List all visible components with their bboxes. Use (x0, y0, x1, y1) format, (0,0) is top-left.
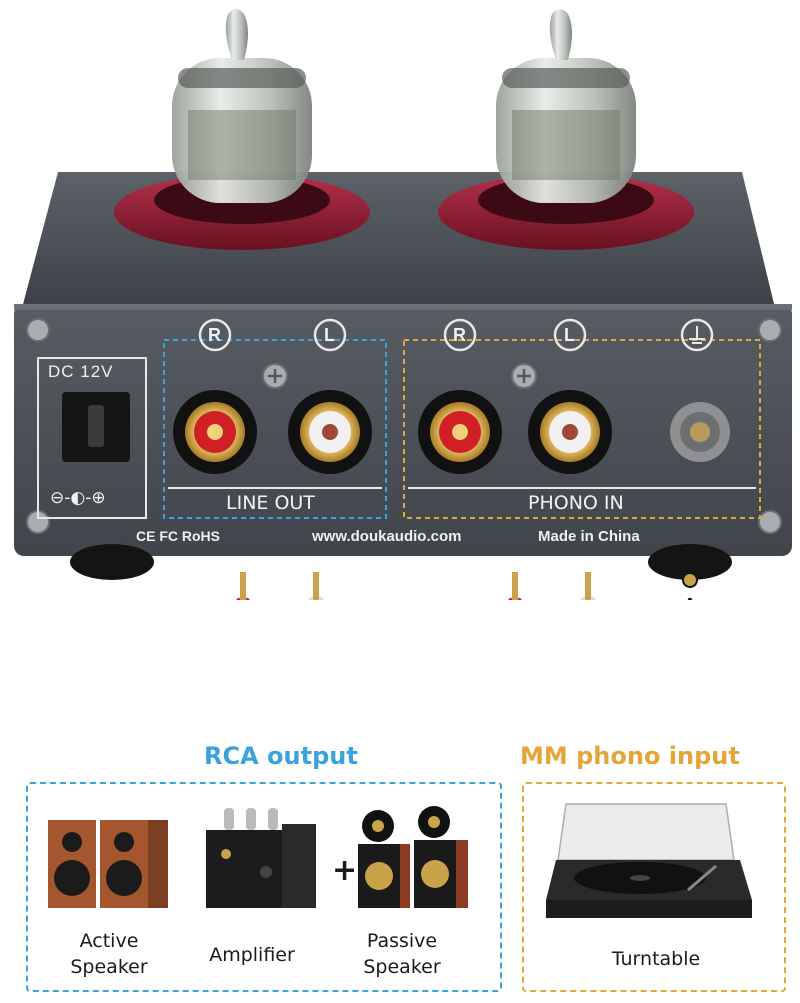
active-speaker-caption-line2: Speaker (70, 956, 148, 978)
foot-left (70, 544, 154, 580)
phono-in-r-label: R (453, 325, 466, 345)
amplifier-icon (206, 808, 316, 908)
line-out-label: LINE OUT (226, 492, 315, 514)
rca-output-label: RCA output (204, 742, 358, 770)
foot-right (648, 544, 732, 580)
power-polarity-label: ⊖-◐-⊕ (50, 488, 106, 508)
line-out-jack-right (173, 390, 257, 474)
certification-marks: CE FC RoHS (136, 528, 220, 544)
ground-terminal (670, 402, 730, 462)
phono-in-label: PHONO IN (528, 492, 624, 514)
input-devices-box (522, 782, 786, 992)
output-devices-box (26, 782, 502, 992)
phono-in-jack-right (418, 390, 502, 474)
amplifier-caption: Amplifier (209, 944, 295, 966)
vacuum-tube-right (496, 9, 636, 203)
passive-speaker-caption-line1: Passive (366, 930, 438, 952)
screw-bottom-right (758, 510, 782, 534)
active-speaker-caption: Active Speaker (50, 928, 168, 980)
plus-sign: + (332, 853, 357, 888)
screw-top-right (758, 318, 782, 342)
origin-label: Made in China (538, 528, 640, 545)
active-speaker-icon (48, 820, 168, 908)
line-out-l-label: L (324, 325, 335, 345)
ground-icon (689, 326, 705, 344)
turntable-icon (546, 803, 752, 918)
passive-speaker-icon (358, 806, 468, 908)
preamp-illustration (14, 9, 792, 600)
device-pictures: + (48, 803, 752, 918)
line-out-r-label: R (208, 325, 221, 345)
passive-speaker-caption-line2: Speaker (363, 956, 441, 978)
line-out-jack-left (288, 390, 372, 474)
screw-top-left (26, 318, 50, 342)
mm-phono-input-label: MM phono input (520, 742, 740, 770)
website-label: www.doukaudio.com (312, 528, 462, 545)
active-speaker-caption-line1: Active (79, 930, 139, 952)
phono-in-l-label: L (564, 325, 575, 345)
vacuum-tube-left (172, 9, 312, 203)
turntable-caption: Turntable (611, 948, 701, 970)
passive-speaker-caption: Passive Speaker (344, 928, 460, 980)
power-label: DC 12V (48, 362, 114, 381)
phono-in-jack-left (528, 390, 612, 474)
